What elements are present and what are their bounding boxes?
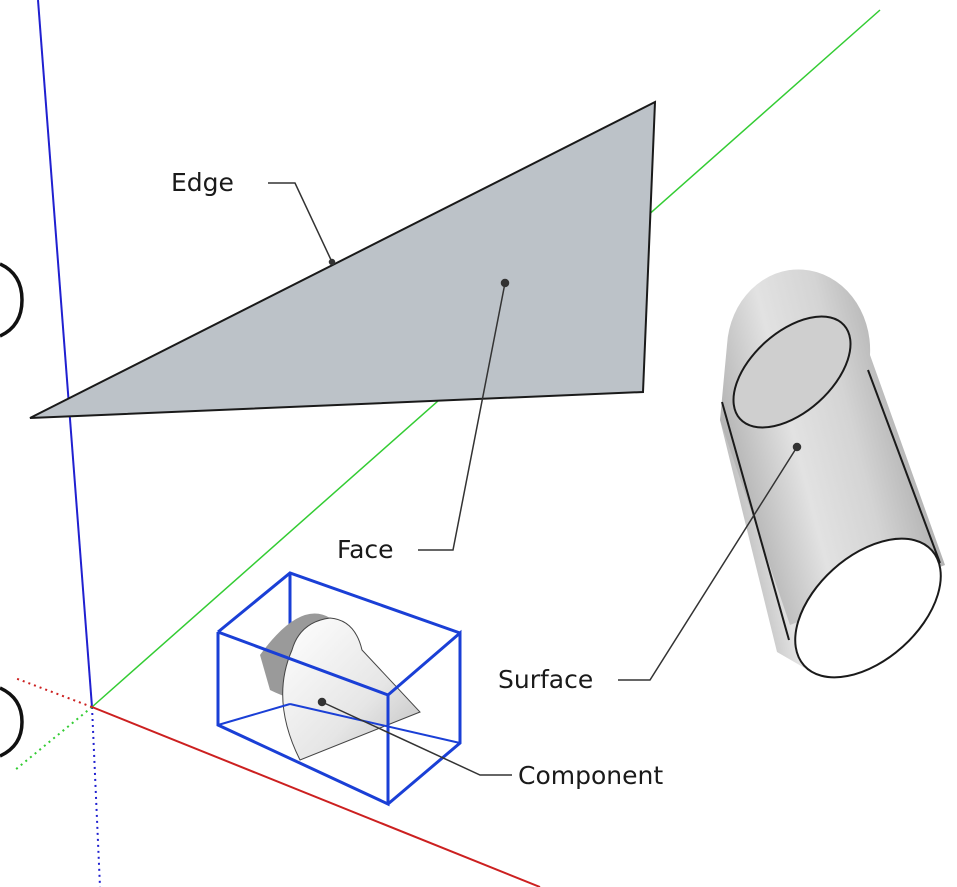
red-axis-dotted: [14, 677, 93, 708]
blue-axis-dotted: [91, 706, 101, 887]
face-triangle[interactable]: [29, 100, 657, 419]
face-label: Face: [337, 535, 394, 564]
component-group[interactable]: [216, 571, 462, 807]
cylinder-surface[interactable]: [713, 269, 957, 704]
red-axis-line: [91, 706, 541, 887]
blue-axis-line: [37, 0, 93, 708]
surface-label: Surface: [498, 665, 593, 694]
partial-outline-top: [0, 262, 24, 338]
component-leader: [317, 697, 512, 776]
edge-label: Edge: [171, 168, 234, 197]
edge-leader: [268, 182, 336, 266]
partial-outline-bottom: [0, 686, 24, 758]
face-leader: [418, 278, 510, 551]
component-label: Component: [518, 761, 663, 790]
green-axis-dotted: [14, 706, 93, 771]
surface-leader: [618, 442, 802, 681]
